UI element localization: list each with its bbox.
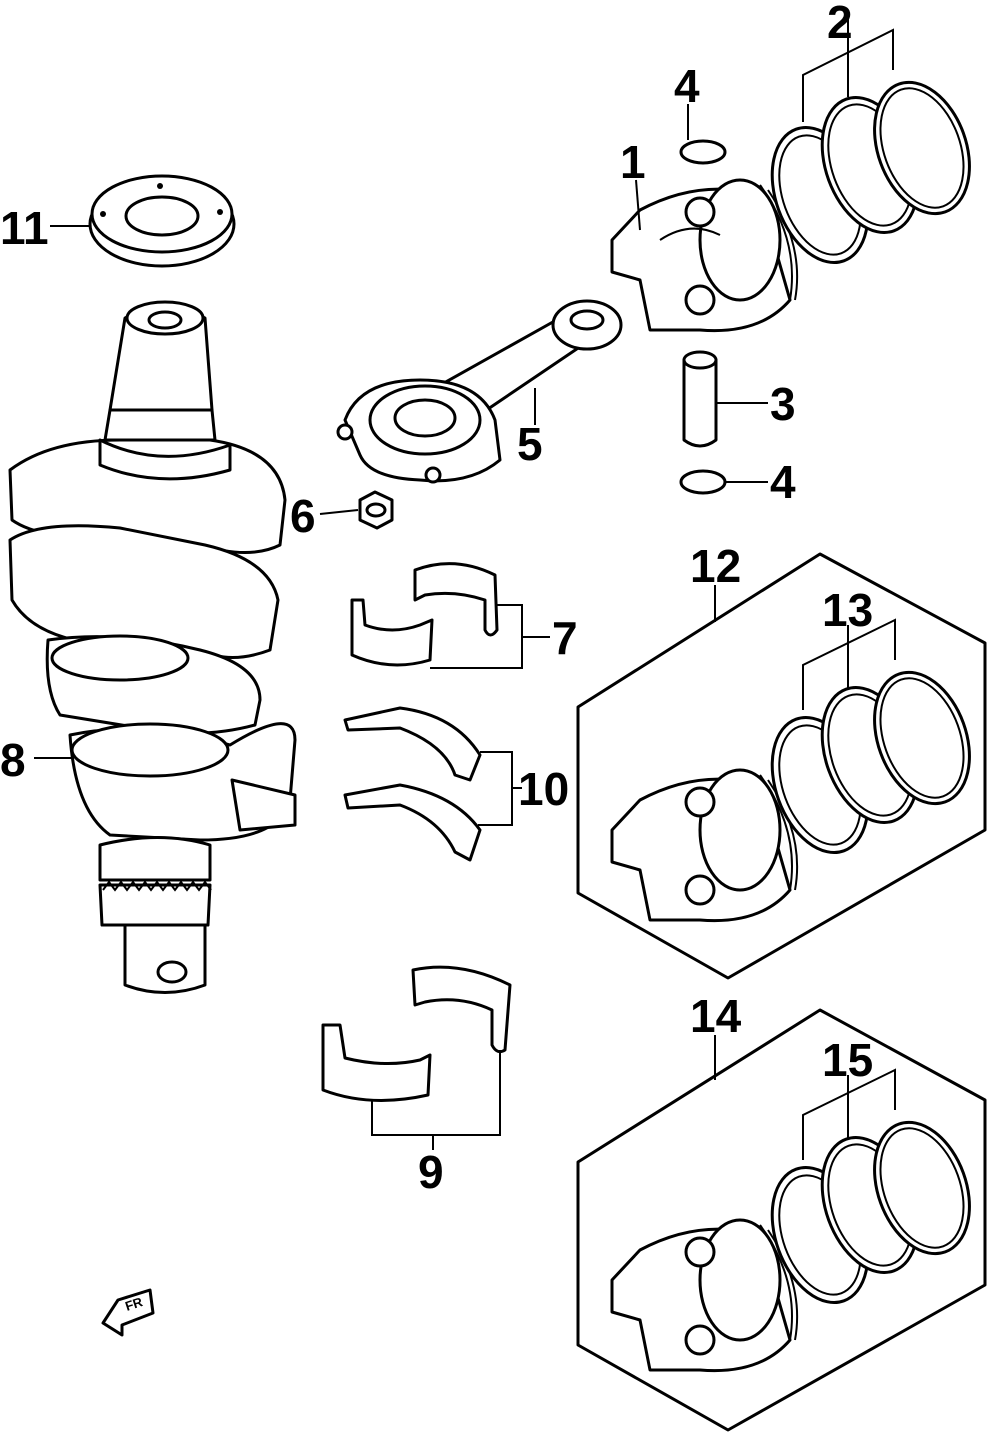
callout-14: 14: [690, 990, 742, 1042]
callout-1: 1: [620, 136, 646, 188]
piston-pin-part-3: [682, 350, 718, 448]
front-direction-marker: FR: [101, 1288, 155, 1337]
piston-part-14: [610, 1218, 799, 1373]
callout-11: 11: [0, 202, 49, 254]
oil-seal-part-11: [88, 174, 236, 268]
callout-3: 3: [770, 378, 796, 430]
conrod-bearing-part-7: [350, 562, 499, 667]
callout-5: 5: [517, 418, 543, 470]
piston-part-1: [610, 178, 799, 333]
piston-rings-part-15: [770, 1120, 971, 1304]
piston-rings-part-2: [770, 80, 971, 264]
piston-rings-part-13: [770, 670, 971, 854]
connecting-rod-part-5: [336, 299, 623, 484]
crankshaft-part-8: [8, 300, 297, 994]
callout-10: 10: [518, 763, 569, 815]
circlip-part-4-upper: [679, 139, 727, 165]
callout-15: 15: [822, 1034, 873, 1086]
thrust-washer-part-10: [343, 706, 482, 862]
callout-6: 6: [290, 490, 316, 542]
callout-8: 8: [0, 734, 26, 786]
callout-13: 13: [822, 584, 873, 636]
callout-9: 9: [418, 1146, 444, 1198]
nut-part-6: [358, 490, 394, 530]
callout-12: 12: [690, 540, 741, 592]
callout-4-lower: 4: [770, 456, 796, 508]
callout-4-upper: 4: [674, 60, 700, 112]
callout-2: 2: [827, 0, 853, 48]
main-bearing-part-9: [321, 965, 512, 1102]
circlip-part-4-lower: [679, 469, 727, 495]
front-marker-label: FR: [123, 1294, 145, 1314]
piston-kit-part-14-frame: [576, 1008, 987, 1432]
leader-lines: [34, 15, 896, 1160]
piston-part-12: [610, 768, 799, 923]
piston-kit-part-12-frame: [576, 552, 987, 980]
callout-7: 7: [552, 612, 578, 664]
